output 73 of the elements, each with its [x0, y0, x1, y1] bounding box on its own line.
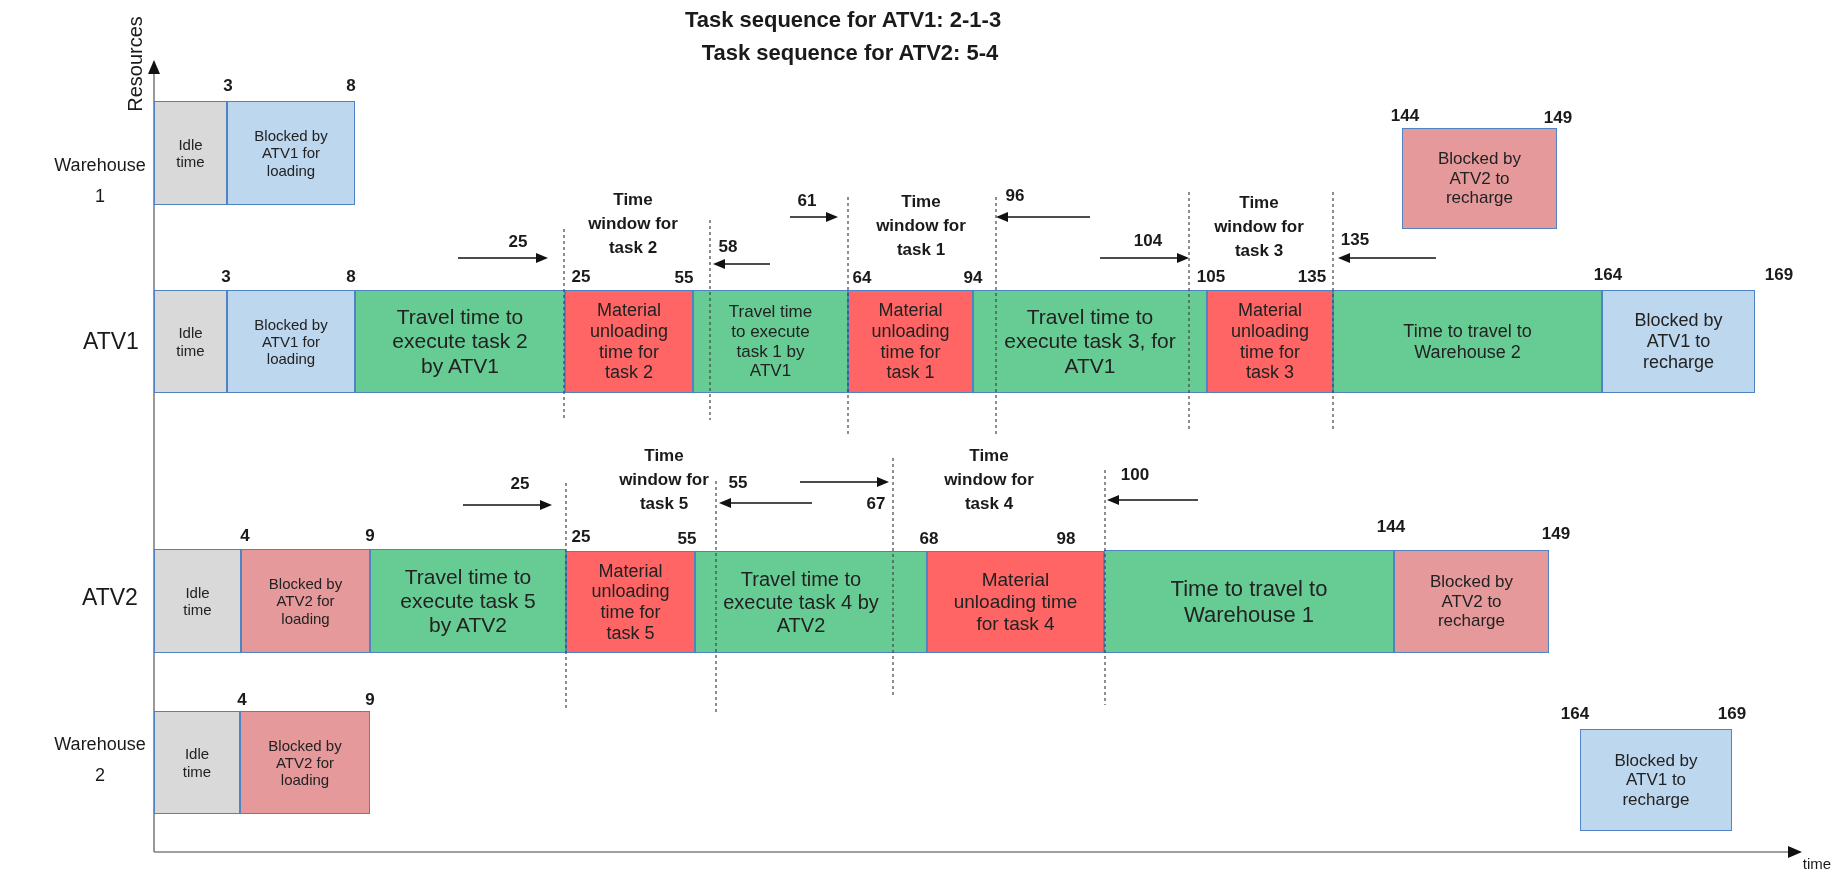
axis-title: Resources: [123, 16, 147, 112]
blocked-time-bar: Blocked by ATV1 for loading: [227, 290, 355, 393]
travel-time-bar: Travel time to execute task 4 by ATV2: [695, 551, 927, 653]
time-value: 25: [571, 527, 591, 547]
time-value: 169: [1764, 265, 1794, 285]
time-value: 96: [1005, 186, 1025, 206]
time-value: 61: [797, 191, 817, 211]
time-value: 135: [1297, 267, 1327, 287]
idle-time-bar: Idle time: [154, 711, 240, 814]
chart-title: Task sequence for ATV1: 2-1-3: [684, 7, 1002, 33]
time-value: 9: [365, 690, 375, 710]
time-value: 68: [919, 529, 939, 549]
time-value: 8: [346, 76, 356, 96]
time-value: 4: [240, 526, 250, 546]
time-window-label: Time window for task 4: [943, 445, 1035, 515]
time-value: 9: [365, 526, 375, 546]
chart-title: Task sequence for ATV2: 5-4: [701, 40, 999, 66]
time-value: 94: [963, 268, 983, 288]
time-value: 3: [221, 267, 231, 287]
time-window-label: Time window for task 3: [1213, 192, 1305, 262]
travel-time-bar: Time to travel to Warehouse 2: [1333, 290, 1602, 393]
travel-time-bar: Travel time to execute task 3, for ATV1: [973, 290, 1207, 393]
idle-time-bar: Idle time: [154, 290, 227, 393]
unloading-time-bar: Material unloading time for task 4: [927, 551, 1104, 653]
time-value: 98: [1056, 529, 1076, 549]
blocked-time-bar: Blocked by ATV1 to recharge: [1602, 290, 1755, 393]
time-window-label: Time window for task 2: [587, 189, 679, 259]
time-value: 149: [1541, 524, 1571, 544]
time-window-label: Time window for task 1: [875, 191, 967, 261]
time-value: 104: [1133, 231, 1163, 251]
blocked-time-bar: Blocked by ATV2 for loading: [240, 711, 370, 814]
travel-time-bar: Travel time to execute task 2 by ATV1: [355, 290, 565, 393]
time-value: 25: [510, 474, 530, 494]
time-value: 55: [677, 529, 697, 549]
time-value: 25: [508, 232, 528, 252]
unloading-time-bar: Material unloading time for task 3: [1207, 290, 1333, 393]
travel-time-bar: Time to travel to Warehouse 1: [1104, 550, 1394, 653]
time-value: 55: [674, 268, 694, 288]
time-value: 25: [571, 267, 591, 287]
row-label: ATV2: [82, 583, 138, 611]
time-value: 169: [1717, 704, 1747, 724]
time-value: 58: [718, 237, 738, 257]
time-value: 3: [223, 76, 233, 96]
row-label: Warehouse 1: [53, 154, 147, 208]
time-value: 144: [1376, 517, 1406, 537]
time-value: 55: [728, 473, 748, 493]
time-value: 105: [1196, 267, 1226, 287]
time-window-label: Time window for task 5: [618, 445, 710, 515]
time-value: 144: [1390, 106, 1420, 126]
blocked-time-bar: Blocked by ATV1 to recharge: [1580, 729, 1732, 831]
unloading-time-bar: Material unloading time for task 1: [848, 290, 973, 393]
time-value: 164: [1560, 704, 1590, 724]
row-label: ATV1: [83, 327, 139, 355]
axis-title: time: [1802, 854, 1832, 872]
travel-time-bar: Travel time to execute task 5 by ATV2: [370, 549, 566, 653]
blocked-time-bar: Blocked by ATV2 to recharge: [1394, 550, 1549, 653]
time-value: 8: [346, 267, 356, 287]
time-value: 135: [1340, 230, 1370, 250]
travel-time-bar: Travel time to execute task 1 by ATV1: [693, 290, 848, 393]
time-value: 100: [1120, 465, 1150, 485]
blocked-time-bar: Blocked by ATV2 to recharge: [1402, 128, 1557, 229]
unloading-time-bar: Material unloading time for task 2: [565, 290, 693, 393]
blocked-time-bar: Blocked by ATV1 for loading: [227, 101, 355, 205]
time-value: 4: [237, 690, 247, 710]
time-value: 164: [1593, 265, 1623, 285]
row-label: Warehouse 2: [53, 733, 147, 787]
time-value: 67: [866, 494, 886, 514]
blocked-time-bar: Blocked by ATV2 for loading: [241, 549, 370, 653]
idle-time-bar: Idle time: [154, 101, 227, 205]
time-value: 64: [852, 268, 872, 288]
unloading-time-bar: Material unloading time for task 5: [566, 551, 695, 653]
idle-time-bar: Idle time: [154, 549, 241, 653]
time-value: 149: [1543, 108, 1573, 128]
